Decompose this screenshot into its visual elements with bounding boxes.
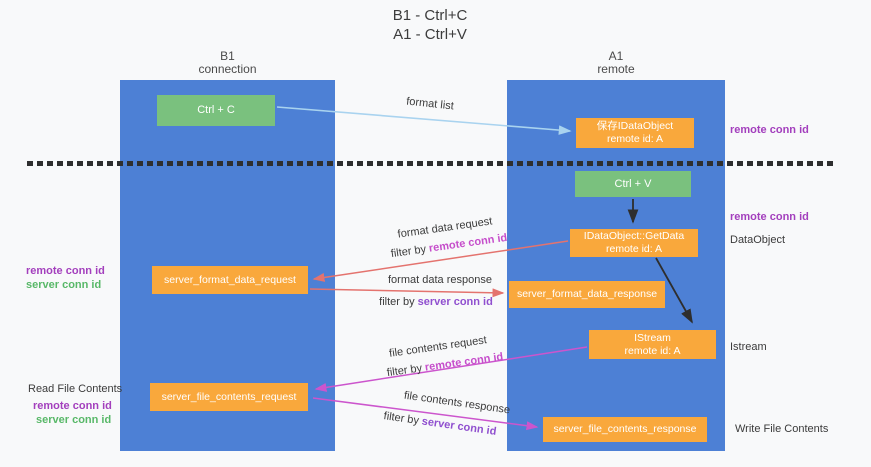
server-file-contents-request-box: server_file_contents_request	[150, 383, 308, 411]
remote-conn-id-text: remote conn id	[424, 350, 504, 374]
save-idataobject-line1: 保存IDataObject	[596, 120, 674, 132]
left-server-conn-id-1: server conn id	[26, 279, 102, 291]
column-header-b1: B1 connection	[120, 50, 335, 76]
getdata-line1: IDataObject::GetData	[583, 230, 685, 242]
remote-conn-id-text: remote conn id	[428, 231, 508, 255]
file-request-label: server_file_contents_request	[161, 390, 297, 403]
server-conn-id-text: server conn id	[420, 415, 498, 438]
filter-by-text: filter by	[386, 362, 423, 380]
title-line-1: B1 - Ctrl+C	[392, 7, 468, 24]
server-format-data-request-box: server_format_data_request	[152, 266, 308, 294]
idataobject-getdata-box: IDataObject::GetData remote id: A	[570, 229, 698, 257]
ctrl-v-box: Ctrl + V	[575, 171, 691, 197]
format-data-response-arrow	[309, 288, 505, 298]
column-a1-role: remote	[597, 62, 635, 76]
save-idataobject-line2: remote id: A	[606, 133, 664, 145]
server-file-contents-response-box: server_file_contents_response	[543, 417, 707, 442]
ctrl-c-label: Ctrl + C	[197, 104, 235, 116]
istream-annotation: Istream	[730, 341, 767, 353]
clipboard-boundary-separator	[27, 161, 833, 166]
server-format-data-response-box: server_format_data_response	[509, 281, 665, 308]
write-file-contents-annotation: Write File Contents	[735, 423, 829, 435]
istream-box: IStream remote id: A	[589, 330, 716, 359]
diagram-title: B1 - Ctrl+C A1 - Ctrl+V	[0, 6, 860, 44]
left-remote-conn-id-2: remote conn id	[33, 400, 112, 412]
filter-by-text: filter by	[382, 410, 420, 427]
left-server-conn-id-2: server conn id	[36, 414, 112, 426]
filter-by-text: filter by	[390, 243, 427, 261]
read-file-contents-annotation: Read File Contents	[28, 383, 123, 395]
column-a1-name: A1	[608, 49, 624, 63]
remote-conn-id-annotation-mid: remote conn id	[730, 211, 809, 223]
format-response-label: server_format_data_response	[516, 288, 658, 300]
dataobject-annotation: DataObject	[730, 234, 786, 246]
file-response-filter-label: filter byserver conn id	[376, 409, 504, 439]
column-b1-name: B1	[220, 49, 235, 63]
format-request-label: server_format_data_request	[164, 273, 296, 286]
istream-line2: remote id: A	[624, 344, 681, 357]
server-conn-id-text: server conn id	[417, 296, 493, 308]
column-header-a1: A1 remote	[507, 50, 725, 76]
istream-line1: IStream	[634, 331, 671, 344]
file-response-label: server_file_contents_response	[553, 423, 697, 435]
ctrl-c-box: Ctrl + C	[157, 95, 275, 126]
format-list-label: format list	[405, 95, 455, 113]
remote-conn-id-annotation-top: remote conn id	[730, 124, 809, 136]
save-idataobject-box: 保存IDataObject remote id: A	[576, 118, 694, 148]
format-data-response-label: format data response	[388, 274, 492, 286]
left-remote-conn-id-1: remote conn id	[26, 265, 105, 277]
getdata-line2: remote id: A	[605, 243, 663, 255]
ctrl-v-label: Ctrl + V	[614, 177, 652, 190]
title-line-2: A1 - Ctrl+V	[393, 26, 467, 43]
filter-by-text: filter by	[379, 296, 415, 308]
column-b1-role: connection	[198, 62, 257, 76]
